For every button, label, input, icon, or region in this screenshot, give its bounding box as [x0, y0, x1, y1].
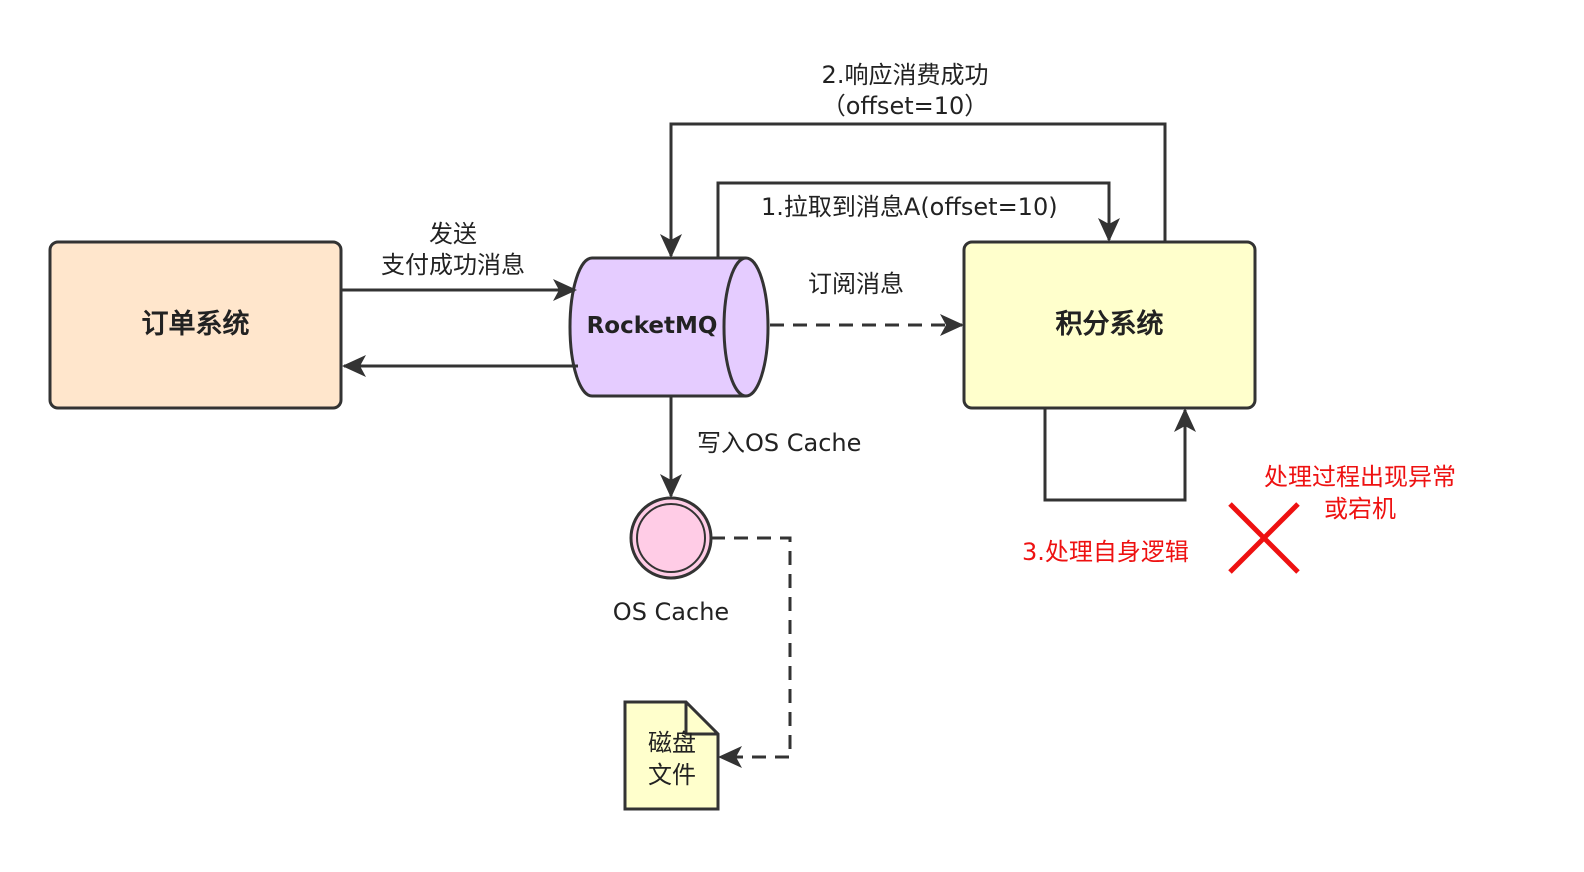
process-self-label: 3.处理自身逻辑: [1022, 538, 1189, 566]
os-cache-label: OS Cache: [612, 598, 730, 626]
disk-file-label-line2: 文件: [648, 761, 696, 789]
send-label-line1: 发送: [429, 220, 477, 248]
points-system-box: [962, 240, 1257, 410]
disk-file-label-line1: 磁盘: [648, 729, 696, 757]
order-system-box: [48, 240, 343, 410]
failure-note-line1: 处理过程出现异常: [1264, 463, 1456, 491]
respond-arrow: [660, 122, 1167, 258]
pull-arrow: [716, 181, 1120, 258]
write-cache-label: 写入OS Cache: [697, 429, 862, 457]
send-label-line2: 支付成功消息: [381, 251, 525, 279]
order-system-label: 订单系统: [141, 309, 250, 340]
flush-arrow: [711, 536, 792, 768]
failure-note-line2: 或宕机: [1324, 495, 1396, 523]
points-system-label: 积分系统: [1055, 309, 1164, 340]
respond-label-line1: 2.响应消费成功: [821, 61, 989, 89]
disk-file-node: [623, 700, 720, 811]
subscribe-label: 订阅消息: [808, 270, 904, 298]
self-logic-loop: [1043, 408, 1196, 502]
pull-label: 1.拉取到消息A(offset=10): [761, 193, 1058, 221]
rocketmq-label: RocketMQ: [586, 313, 718, 339]
failure-cross-icon: [1228, 502, 1300, 574]
respond-label-line2: （offset=10）: [821, 92, 989, 120]
os-cache-node: [629, 496, 713, 580]
